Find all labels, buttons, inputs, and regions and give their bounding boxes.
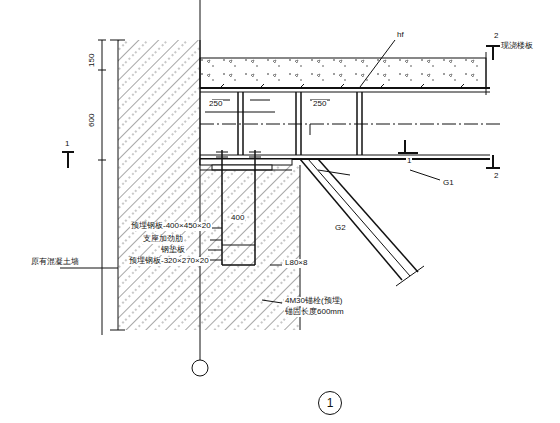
support-plates	[200, 159, 292, 170]
section-mark: 1	[406, 157, 412, 166]
part-label: 锚固长度600mm	[284, 308, 345, 317]
dimension: 150	[88, 53, 97, 68]
dimension: 250	[312, 100, 327, 109]
part-label: 预埋钢板-400×450×20	[130, 222, 212, 231]
part-label: 支座加劲肋	[142, 235, 184, 244]
dimension: 400	[230, 214, 245, 223]
part-label: 钢垫板	[160, 246, 186, 255]
detail-number: 1	[327, 396, 334, 410]
dimension: 600	[88, 113, 97, 128]
part-label: 预埋钢板-320×270×20	[128, 257, 210, 266]
steel-brace-g2	[300, 159, 424, 286]
part-label: 原有混凝土墙	[30, 258, 80, 267]
dimension: 250	[208, 100, 223, 109]
detail-number-circle: 1	[318, 391, 342, 415]
axis-and-marks	[60, 0, 500, 376]
anchor-bolts	[216, 150, 261, 265]
section-mark: 2	[493, 32, 499, 41]
part-label: L80×8	[284, 259, 308, 268]
section-mark: 1	[64, 140, 70, 149]
section-mark: 2	[493, 172, 499, 181]
steel-beam-g1	[200, 40, 500, 159]
weld-symbol: hf	[396, 31, 405, 40]
slab-note: 现浇楼板	[500, 42, 534, 51]
member-label: G1	[442, 179, 455, 188]
member-label: G2	[334, 224, 347, 233]
part-label: 4M30锚栓(预埋)	[284, 297, 343, 306]
